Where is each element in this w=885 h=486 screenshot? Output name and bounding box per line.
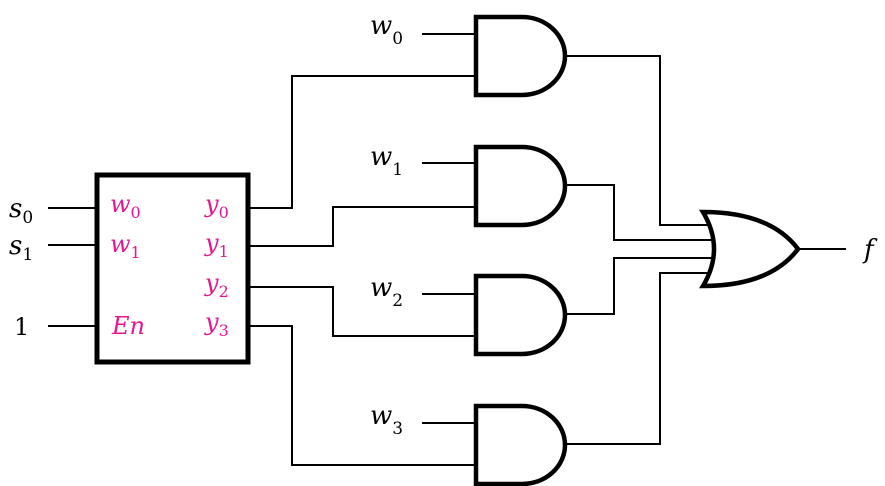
wire-y0-to-and0	[248, 75, 476, 209]
pin-label-y0: y0	[204, 190, 229, 222]
label-w3: w3	[370, 401, 403, 439]
pin-label-en: En	[111, 312, 145, 340]
wires	[48, 33, 846, 466]
wire-and1-to-or	[565, 184, 718, 241]
pin-label-w1: w1	[110, 230, 141, 262]
pin-label-y3: y3	[204, 308, 229, 340]
label-s1: s1	[9, 231, 33, 265]
label-output-f: f	[862, 235, 878, 265]
wire-and2-to-or	[565, 257, 718, 315]
label-enable-value: 1	[14, 313, 29, 341]
decoder-block	[94, 172, 251, 365]
label-w1: w1	[370, 142, 403, 180]
and-gate-0	[473, 14, 568, 98]
pin-label-w0: w0	[110, 190, 141, 222]
wire-y3-to-and3	[248, 325, 476, 466]
pin-label-y2: y2	[204, 269, 229, 301]
and-gate-1	[473, 144, 568, 228]
label-w2: w2	[370, 273, 403, 311]
wire-and3-to-or	[565, 272, 716, 445]
label-s0: s0	[9, 194, 33, 228]
or-gate	[699, 209, 801, 289]
wire-y2-to-and2	[248, 286, 476, 337]
and-gate-3	[473, 403, 568, 486]
pin-label-y1: y1	[204, 229, 229, 261]
and-gates	[473, 14, 568, 486]
and-gate-2	[473, 273, 568, 357]
wire-y1-to-and1	[248, 206, 476, 247]
wire-and0-to-or	[565, 55, 716, 226]
decoder-pin-labels: w0 w1 En y0 y1 y2 y3	[110, 190, 229, 340]
label-w0: w0	[370, 11, 403, 49]
